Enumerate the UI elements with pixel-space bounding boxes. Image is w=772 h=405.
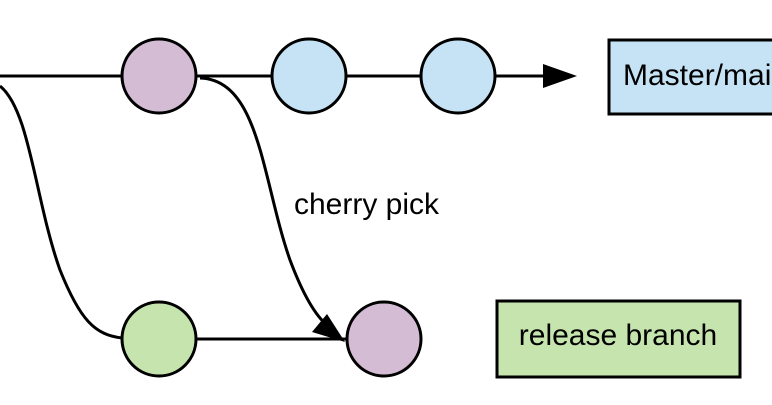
master-label: Master/main bbox=[623, 59, 772, 92]
commit-master-3 bbox=[419, 37, 497, 115]
branch-off-curve bbox=[0, 84, 123, 340]
commit-master-1 bbox=[120, 37, 198, 115]
master-arrow-head bbox=[543, 64, 577, 88]
cherry-pick-curve bbox=[199, 76, 329, 328]
release-label: release branch bbox=[519, 319, 717, 352]
commit-release-1 bbox=[120, 300, 198, 378]
commit-master-2 bbox=[270, 37, 348, 115]
master-label-box bbox=[607, 38, 772, 116]
cherry-pick-label: cherry pick bbox=[294, 188, 440, 221]
cherry-pick-arrow-head bbox=[312, 314, 345, 342]
commit-release-cherry bbox=[345, 300, 423, 378]
release-label-box bbox=[495, 299, 742, 379]
